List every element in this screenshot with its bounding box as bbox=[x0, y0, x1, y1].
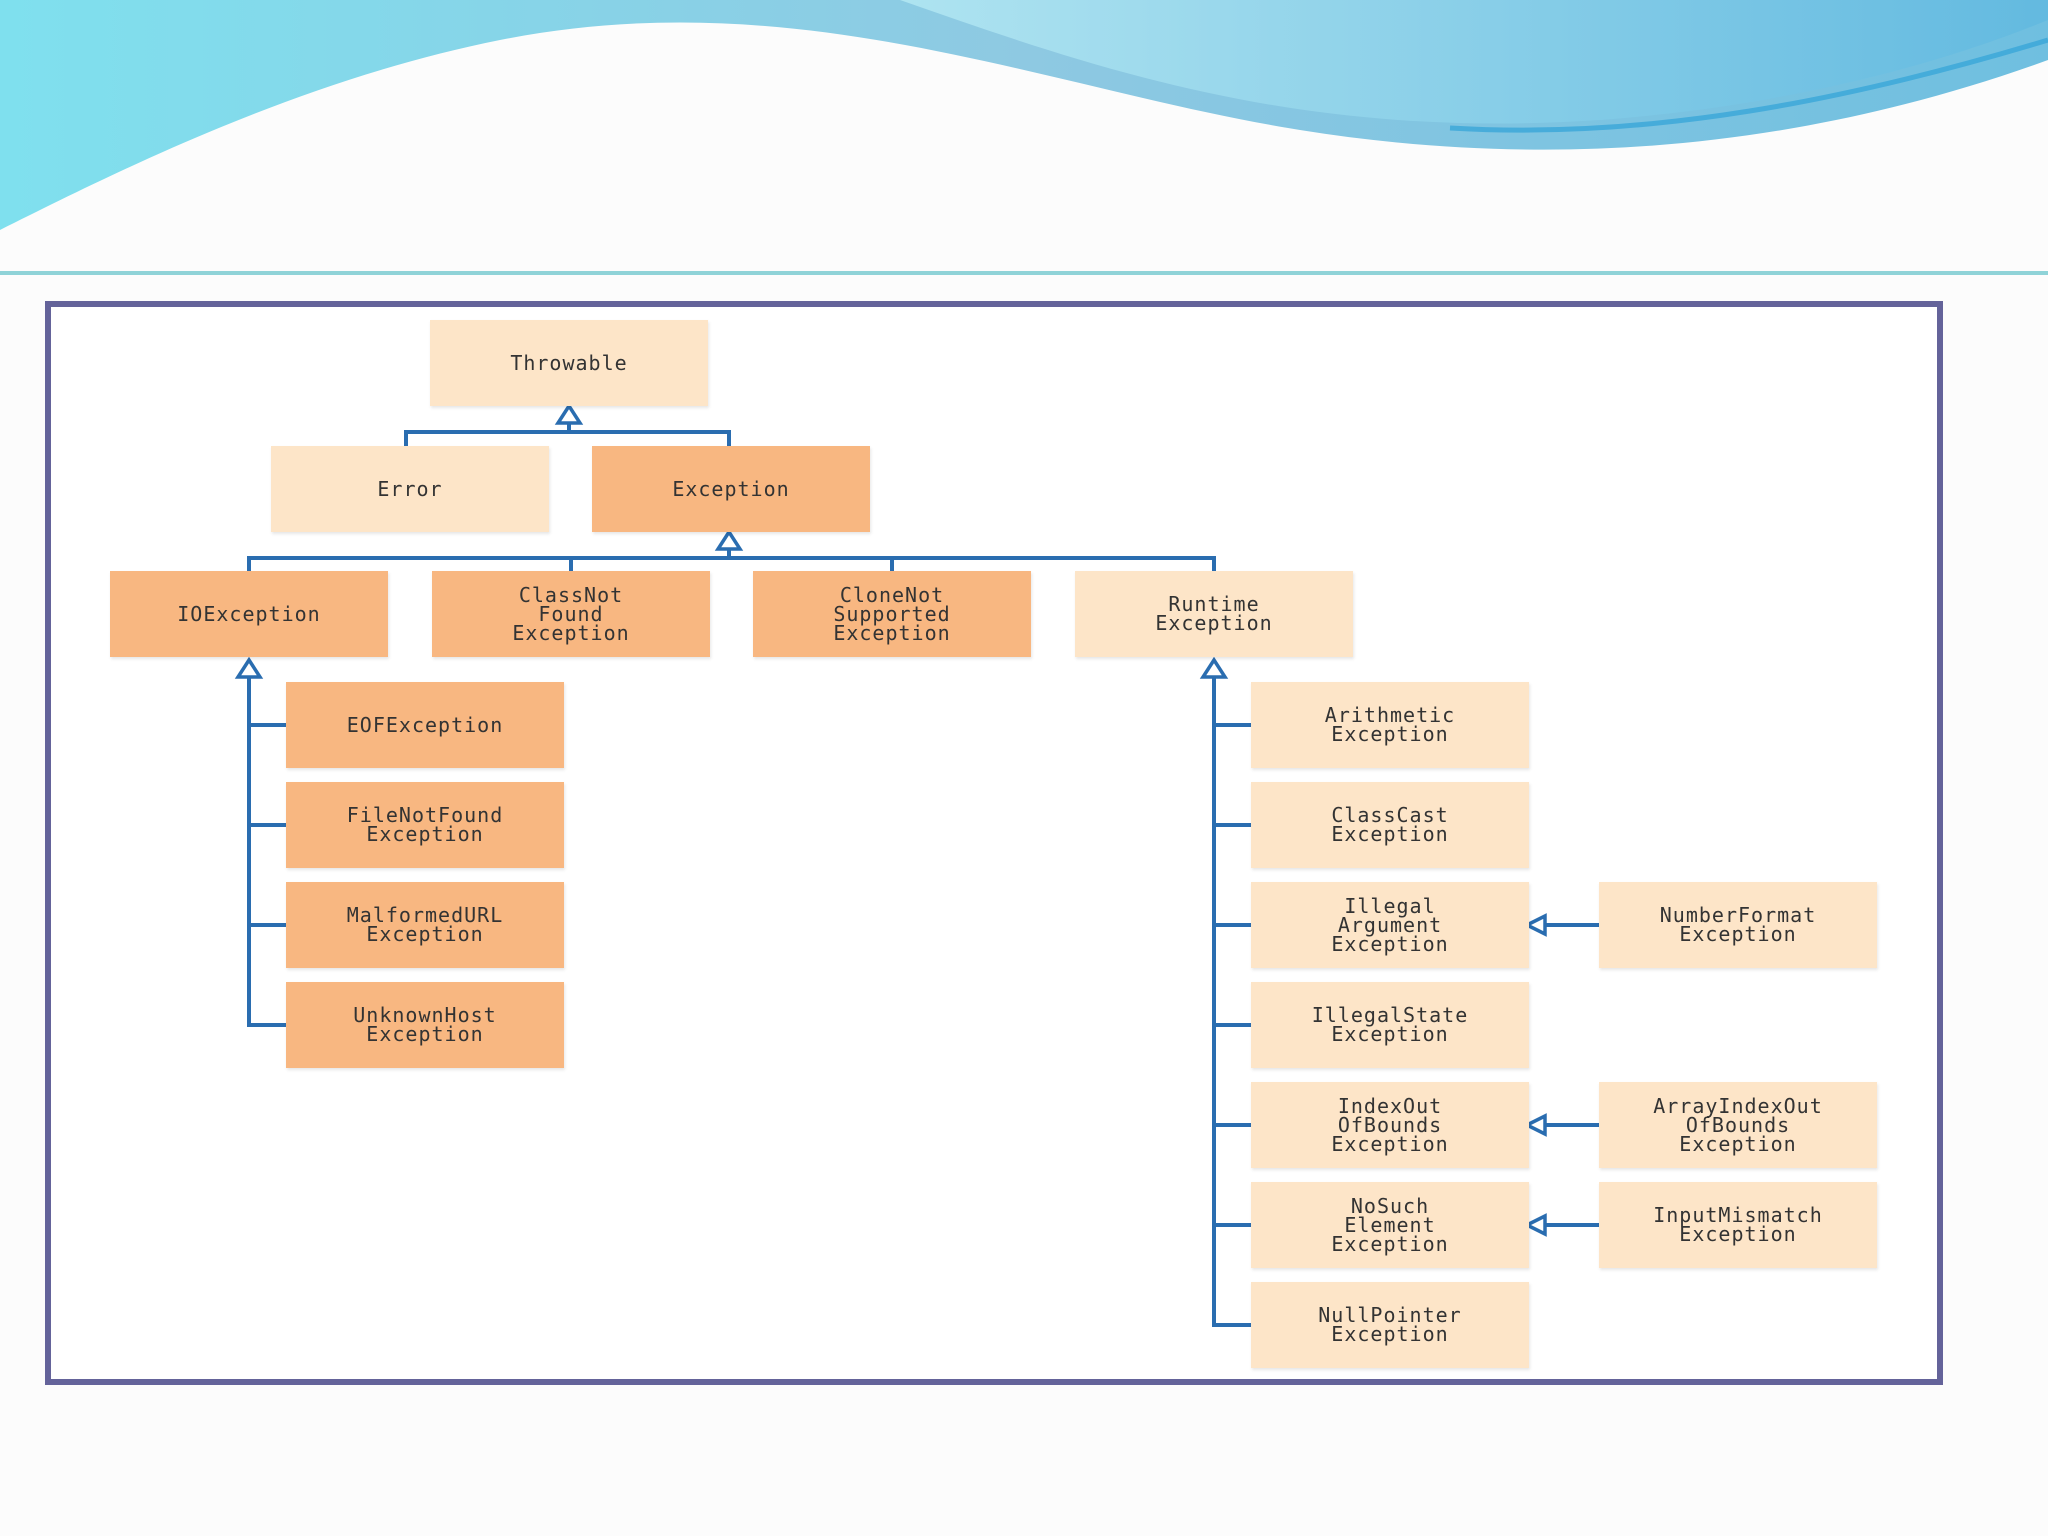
node-unknownhost-exception: UnknownHost Exception bbox=[286, 982, 564, 1068]
node-eof-exception: EOFException bbox=[286, 682, 564, 768]
node-nosuchelement-exception: NoSuch Element Exception bbox=[1251, 1182, 1529, 1268]
node-arrayindexoutofbounds-exception: ArrayIndexOut OfBounds Exception bbox=[1599, 1082, 1877, 1168]
node-illegalargument-exception: Illegal Argument Exception bbox=[1251, 882, 1529, 968]
node-arithmetic-exception: Arithmetic Exception bbox=[1251, 682, 1529, 768]
node-numberformat-exception: NumberFormat Exception bbox=[1599, 882, 1877, 968]
node-indexoutofbounds-exception: IndexOut OfBounds Exception bbox=[1251, 1082, 1529, 1168]
node-nullpointer-exception: NullPointer Exception bbox=[1251, 1282, 1529, 1368]
node-classnotfound-exception: ClassNot Found Exception bbox=[432, 571, 710, 657]
node-filenotfound-exception: FileNotFound Exception bbox=[286, 782, 564, 868]
node-classcast-exception: ClassCast Exception bbox=[1251, 782, 1529, 868]
node-ioexception: IOException bbox=[110, 571, 388, 657]
node-clonenotsupported-exception: CloneNot Supported Exception bbox=[753, 571, 1031, 657]
node-exception: Exception bbox=[592, 446, 870, 532]
node-error: Error bbox=[271, 446, 549, 532]
node-runtime-exception: Runtime Exception bbox=[1075, 571, 1353, 657]
node-malformedurl-exception: MalformedURL Exception bbox=[286, 882, 564, 968]
node-inputmismatch-exception: InputMismatch Exception bbox=[1599, 1182, 1877, 1268]
node-illegalstate-exception: IllegalState Exception bbox=[1251, 982, 1529, 1068]
node-throwable: Throwable bbox=[430, 320, 708, 406]
header-wave-decoration bbox=[0, 0, 2048, 275]
